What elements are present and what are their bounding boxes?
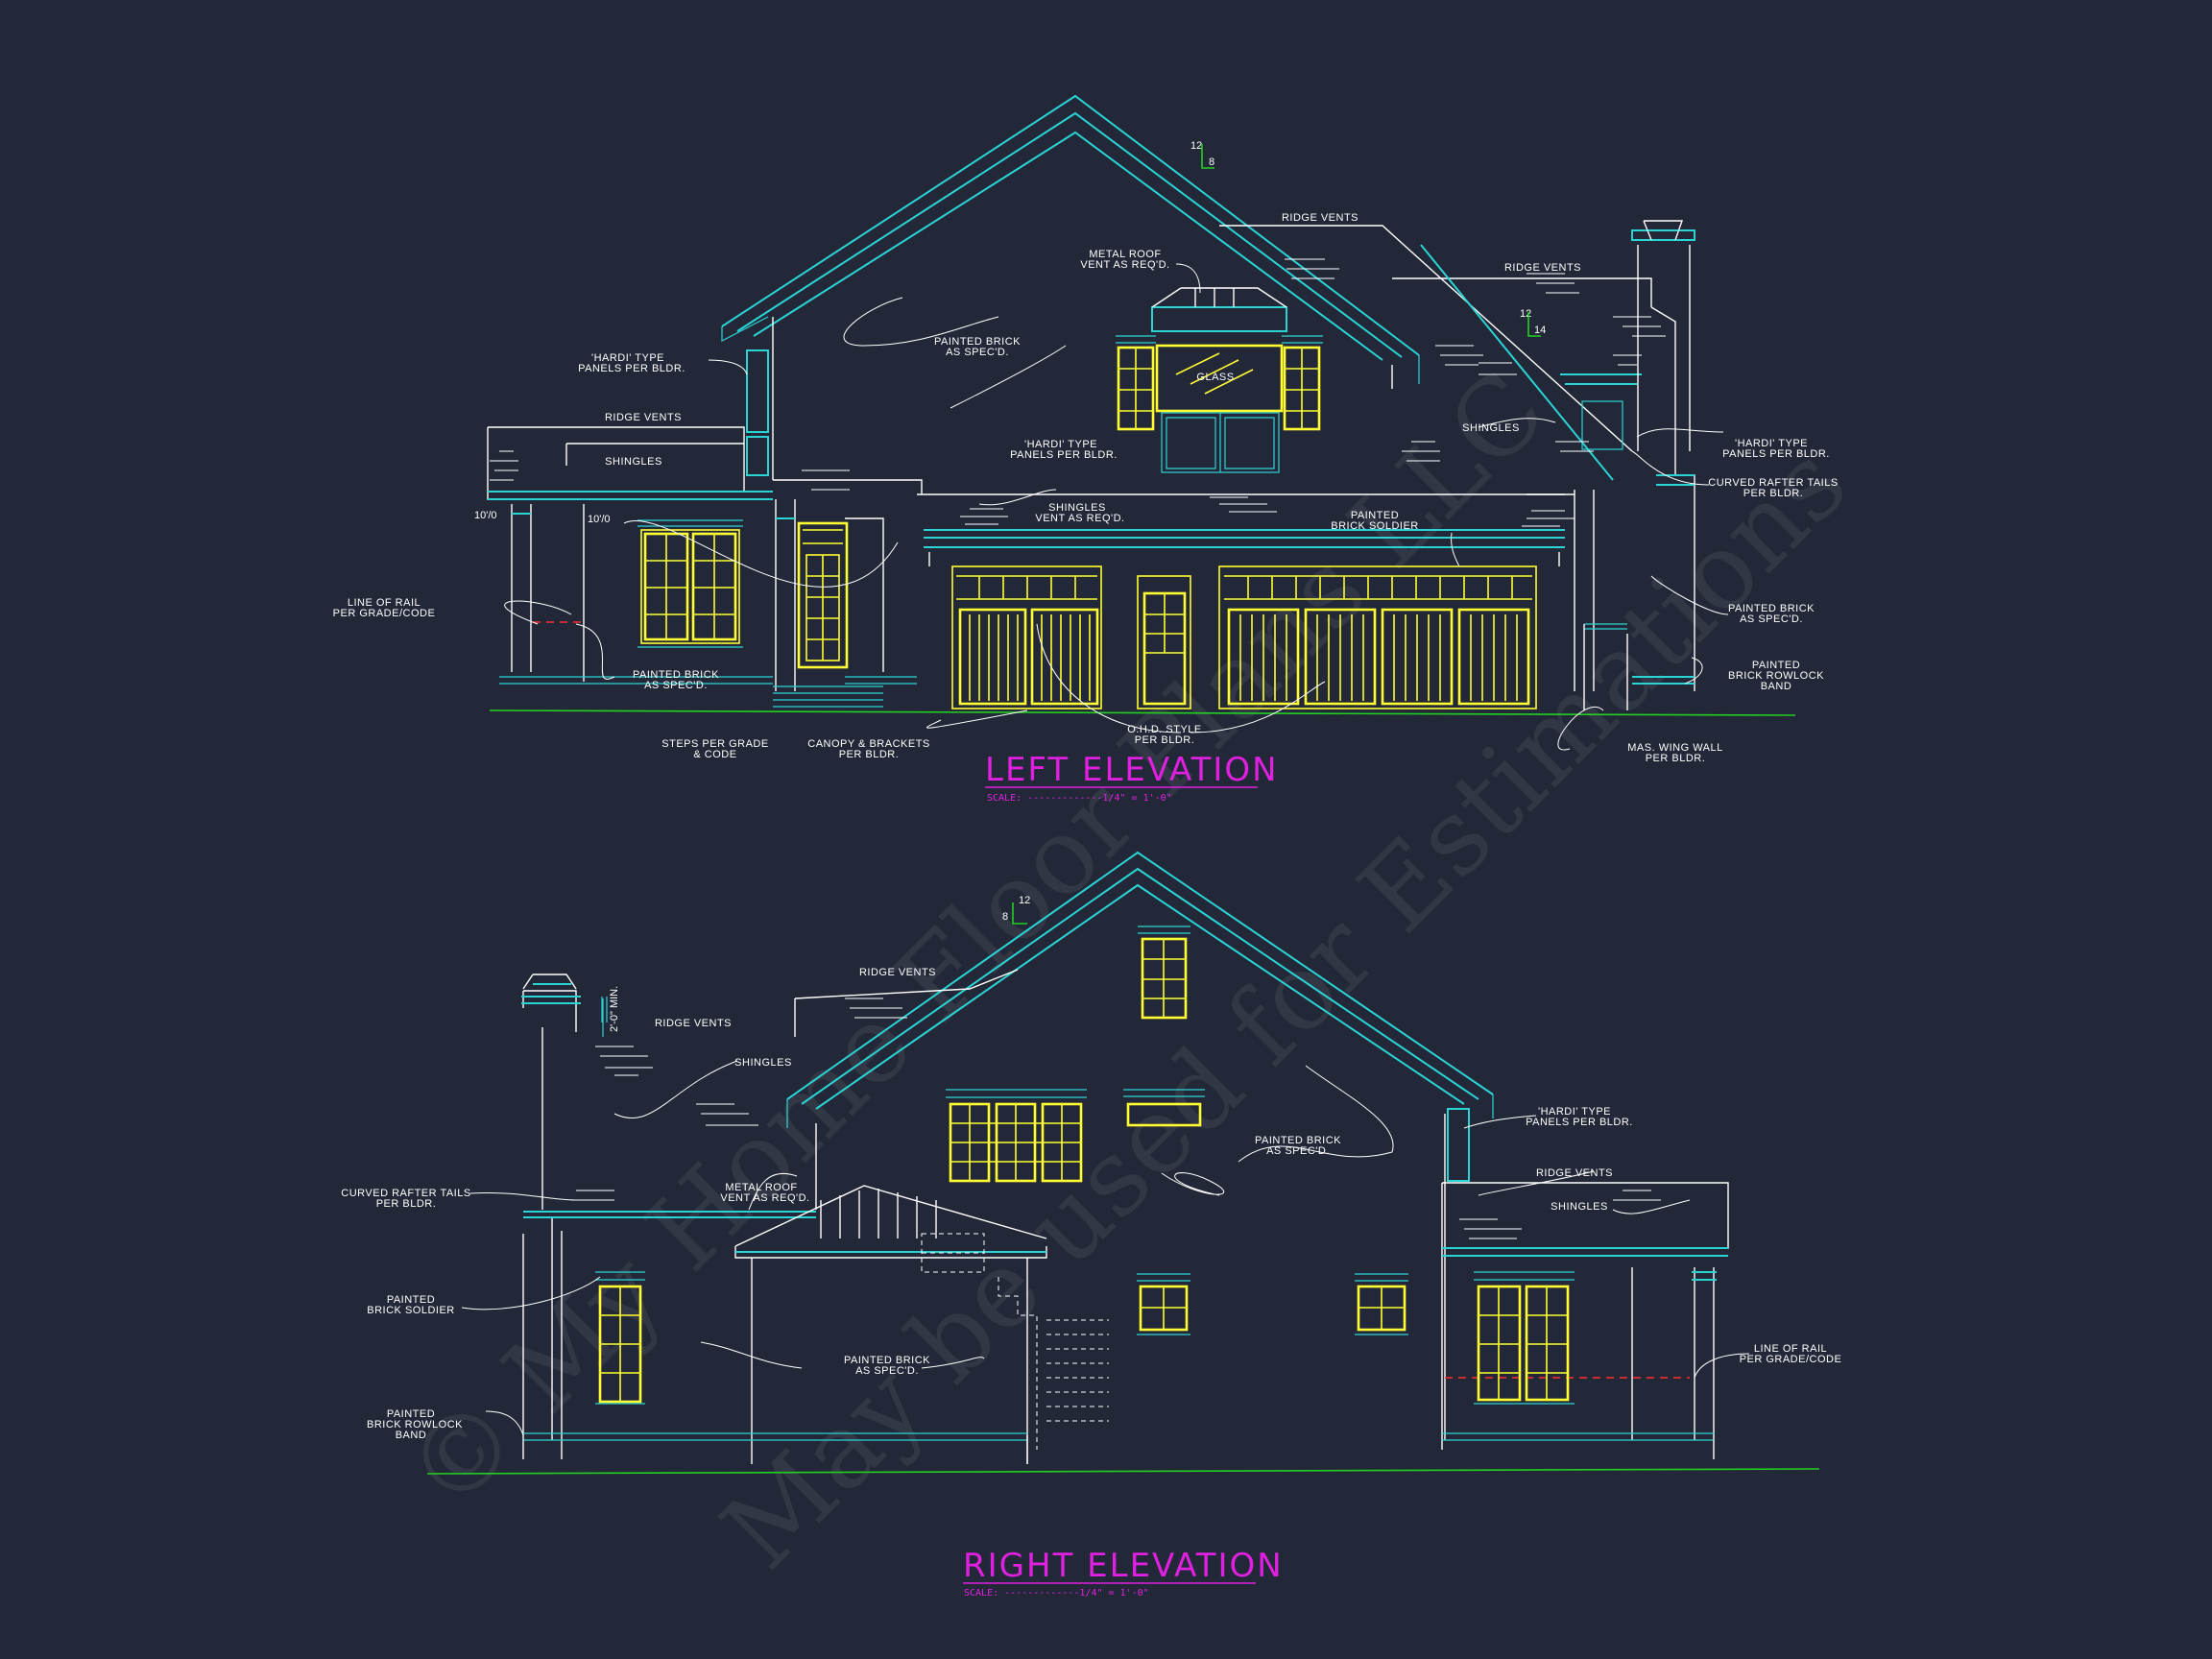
r-label-rowlock-1: PAINTED [387,1408,435,1420]
label-steps-2: & CODE [693,749,736,760]
r-label-curved-rafter-2: PER BLDR. [376,1198,437,1210]
right-elevation-labels: 12 8 2'-0" MIN. RIDGE VENTS RIDGE VENTS … [341,895,1841,1599]
label-hardi-right-1: 'HARDI' TYPE [1735,438,1808,449]
label-hardi-left-2: PANELS PER BLDR. [578,363,685,374]
label-soldier-2: BRICK SOLDIER [1331,520,1418,532]
label-painted-brick-top-2: AS SPEC'D. [946,347,1009,358]
r-label-ridge-vents-top: RIDGE VENTS [859,967,936,978]
main-gable-roof [721,94,1420,361]
plate-height-1: 10'/0 [474,510,497,521]
r-label-shingles-right: SHINGLES [1551,1201,1608,1213]
label-ohd-1: O.H.D. STYLE [1127,724,1202,735]
r-label-shingles-left: SHINGLES [734,1057,792,1069]
r-label-curved-rafter-1: CURVED RAFTER TAILS [341,1188,470,1199]
pitch-rise-left: 12 [1190,140,1202,152]
label-rowlock-3: BAND [1761,681,1792,692]
pitch-run-right: 14 [1534,325,1546,336]
r-label-painted-brick-low-2: AS SPEC'D. [855,1365,919,1377]
label-painted-brick-right-2: AS SPEC'D. [1740,613,1803,625]
label-steps-1: STEPS PER GRADE [661,738,768,750]
label-hardi-right-2: PANELS PER BLDR. [1722,448,1830,460]
label-line-of-rail-2: PER GRADE/CODE [333,608,436,619]
label-ridge-vents-left: RIDGE VENTS [605,412,682,423]
r-label-hardi-1: 'HARDI' TYPE [1538,1106,1611,1118]
label-painted-brick-bot-2: AS SPEC'D. [644,680,708,691]
label-painted-brick-top-1: PAINTED BRICK [934,336,1021,348]
label-ridge-vents-right: RIDGE VENTS [1504,262,1581,274]
label-metal-roof-2: VENT AS REQ'D. [1080,259,1169,271]
r-label-soldier-1: PAINTED [387,1294,435,1306]
r-label-soldier-2: BRICK SOLDIER [367,1305,454,1316]
right-elevation-scale: SCALE: -------------1/4" = 1'-0" [964,1588,1149,1599]
label-shingles-vent-2: VENT AS REQ'D. [1035,513,1124,524]
label-curved-rafter-2: PER BLDR. [1743,488,1804,499]
label-painted-brick-right-1: PAINTED BRICK [1728,603,1815,614]
r-label-rowlock-2: BRICK ROWLOCK [367,1419,463,1431]
label-ridge-vents-top: RIDGE VENTS [1282,212,1358,224]
pitch-run-r: 8 [1002,911,1008,923]
left-elevation-scale: SCALE: -------------1/4" = 1'-0" [987,793,1172,804]
label-glass: GLASS [1196,372,1234,383]
r-label-metal-roof-1: METAL ROOF [725,1182,797,1193]
r-label-line-of-rail-1: LINE OF RAIL [1754,1343,1827,1355]
r-label-metal-roof-2: VENT AS REQ'D. [720,1192,809,1204]
label-soldier-1: PAINTED [1351,510,1399,521]
r-label-hardi-2: PANELS PER BLDR. [1526,1117,1633,1128]
r-label-painted-brick-low-1: PAINTED BRICK [844,1355,930,1366]
label-canopy-1: CANOPY & BRACKETS [807,738,930,750]
label-hardi-center-1: 'HARDI' TYPE [1024,439,1097,450]
grade-line-right [426,1468,1820,1475]
label-mas-wing-2: PER BLDR. [1646,753,1706,764]
label-painted-brick-bot-1: PAINTED BRICK [633,669,719,681]
label-shingles-right: SHINGLES [1462,422,1520,434]
left-elevation-labels: 12 8 12 14 10'/0 10'/0 RIDGE VENTS METAL… [333,140,1839,804]
chimney-dim: 2'-0" MIN. [609,986,620,1032]
right-elevation-drawing [426,851,1820,1475]
label-shingles-vent-1: SHINGLES [1048,502,1106,514]
label-hardi-center-2: PANELS PER BLDR. [1010,449,1118,461]
label-rowlock-2: BRICK ROWLOCK [1728,670,1824,682]
label-shingles-left: SHINGLES [605,456,662,468]
label-canopy-2: PER BLDR. [839,749,900,760]
label-hardi-left-1: 'HARDI' TYPE [591,352,664,364]
r-label-painted-brick-mid-1: PAINTED BRICK [1255,1135,1341,1146]
label-metal-roof-1: METAL ROOF [1089,249,1161,260]
label-curved-rafter-1: CURVED RAFTER TAILS [1708,477,1838,489]
r-label-ridge-vents-right: RIDGE VENTS [1536,1167,1613,1179]
watermark: © My Home Floor Plans LLC May be used fo… [382,348,1870,1592]
label-rowlock-1: PAINTED [1752,660,1800,671]
left-elevation-drawing [487,94,1796,751]
pitch-run-left: 8 [1209,156,1214,168]
plate-height-2: 10'/0 [588,514,611,525]
label-ohd-2: PER BLDR. [1135,734,1195,746]
r-label-painted-brick-mid-2: AS SPEC'D. [1266,1145,1330,1157]
pitch-rise-right: 12 [1520,308,1531,320]
r-label-rowlock-3: BAND [396,1430,427,1441]
pitch-rise-r: 12 [1019,895,1030,906]
label-line-of-rail-1: LINE OF RAIL [348,597,421,609]
right-elevation-title: RIGHT ELEVATION [963,1547,1284,1585]
label-mas-wing-1: MAS. WING WALL [1627,742,1723,754]
r-label-line-of-rail-2: PER GRADE/CODE [1740,1354,1842,1365]
left-elevation-title: LEFT ELEVATION [985,751,1279,789]
r-label-ridge-vents-left: RIDGE VENTS [655,1018,732,1029]
